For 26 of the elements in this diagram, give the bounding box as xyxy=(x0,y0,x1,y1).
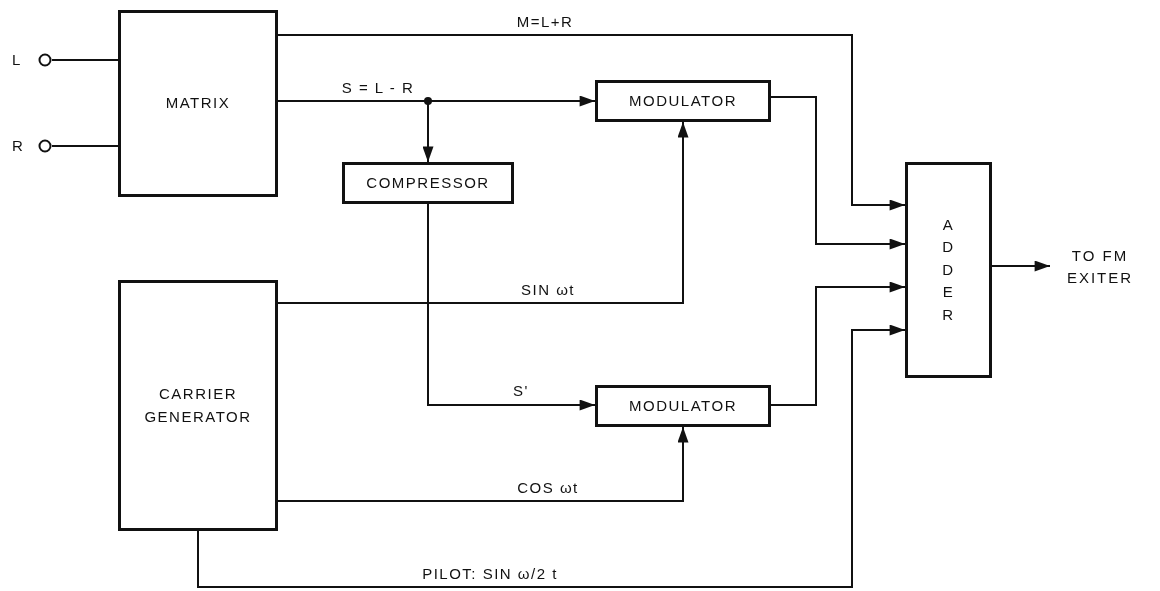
block-box xyxy=(118,10,278,197)
block-box xyxy=(342,162,514,204)
block-label: COMPRESSOR xyxy=(366,172,490,193)
block-label: CARRIER GENERATOR xyxy=(143,384,253,427)
block-box xyxy=(595,80,771,122)
block-label: MATRIX xyxy=(165,93,231,114)
arrow xyxy=(277,34,906,211)
arrow xyxy=(277,100,434,163)
arrow xyxy=(277,121,689,304)
wire xyxy=(51,59,119,61)
block-box xyxy=(595,385,771,427)
terminal-label: L xyxy=(12,49,22,70)
arrow xyxy=(770,281,906,406)
block-box xyxy=(905,162,992,378)
block-box xyxy=(118,280,278,531)
arrow xyxy=(277,426,689,502)
block-label: MODULATOR xyxy=(629,90,737,111)
arrow xyxy=(770,96,906,250)
wire xyxy=(51,145,119,147)
block-label: MODULATOR xyxy=(629,395,737,416)
terminal-label: R xyxy=(12,135,25,156)
arrow xyxy=(197,324,906,588)
output-label: TO FM EXITER xyxy=(1050,242,1150,292)
block-label: ADDER xyxy=(941,214,956,325)
arrow xyxy=(991,260,1051,272)
arrow xyxy=(427,203,596,411)
